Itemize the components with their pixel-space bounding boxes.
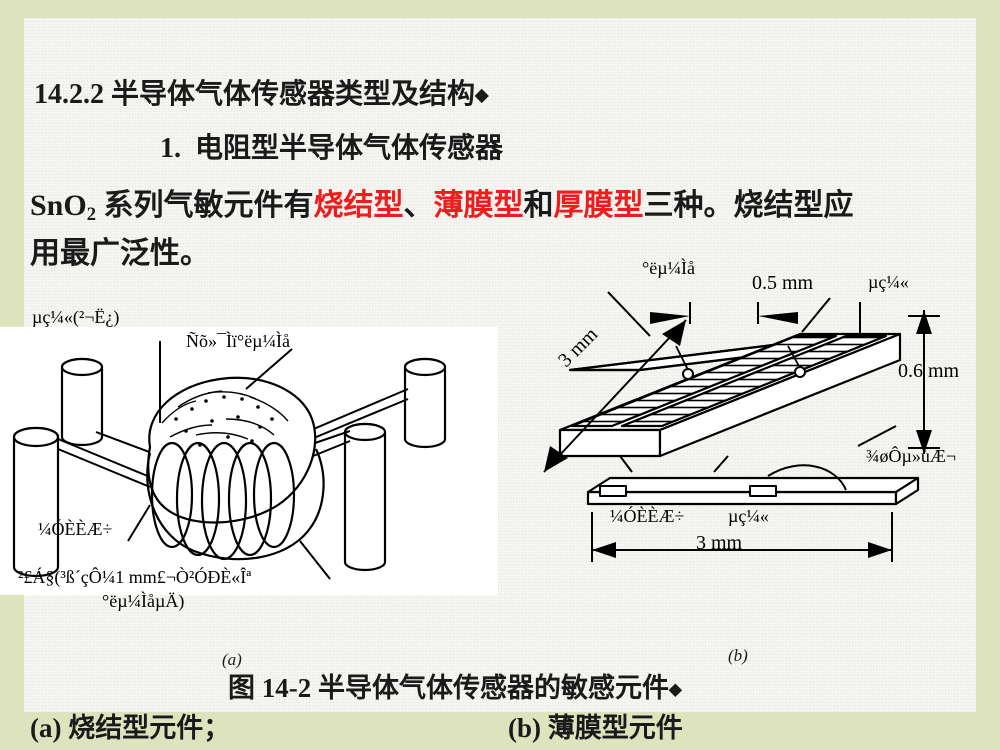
bottom-green-band [0,712,1000,750]
figure-b-label-electrode-top: µç¼« [868,272,909,292]
figure-b-label-thickness-top: 0.5 mm [752,272,814,294]
formula-sno: SnO [30,189,87,222]
body-text-1: 系列气敏元件有 [96,189,314,222]
figure-a-drawing [12,341,447,580]
body-text-2: 、 [403,189,434,222]
figure-a-label-electrode: µç¼«(²¬Ë¿) [32,307,120,327]
figure-a-caption-glass-line2: °ëµ¼ÌåµÄ) [102,591,185,611]
section-heading-number: 14.2.2 [34,79,104,110]
body-text-3: 和 [523,189,554,222]
figure-a-caption-glass-line1: ²£Á§(³ß´çÔ¼1 mm£¬Ò²ÓÐÈ«Îª [18,567,252,587]
figure-b-label-heater: ¼ÓÈÈÆ÷ [610,506,685,526]
figure-title-diamond-icon: ◆ [669,679,682,699]
section-heading-text: 半导体气体传感器类型及结构 [111,79,476,110]
body-paragraph-line-2: 用最广泛性。 [30,237,210,270]
body-highlight-thinfilm: 薄膜型 [433,189,524,222]
figure-b-label-electrode-bottom: µç¼« [728,506,769,526]
figure-caption-item-b: (b) 薄膜型元件 [508,713,683,743]
figure-b-label-width: 3 mm [696,532,743,554]
body-highlight-thickfilm: 厚膜型 [553,189,644,222]
body-text-4: 三种。烧结型应 [643,189,854,222]
sub-heading-number: 1. [160,133,181,164]
figure-title: 图 14-2 半导体气体传感器的敏感元件◆ [228,666,682,705]
figure-b-drawing [543,291,940,562]
body-highlight-sintered: 烧结型 [313,189,404,222]
figure-a-sintered-element: µç¼«(²¬Ë¿) Ñõ»¯Ìï°ëµ¼Ìå ¼ÓÈÈÆ÷ ²£Á§(³ß´ç… [0,307,498,611]
figure-caption-item-a: (a) 烧结型元件； [30,713,231,743]
figure-b-thinfilm-element: °ëµ¼Ìå 0.5 mm µç¼« 3 mm 0.6 mm ¾øÔµ»ùÆ¬ … [500,250,1000,595]
figure-a-label-oxide-semiconductor: Ñõ»¯Ìï°ëµ¼Ìå [186,331,291,351]
figure-a-label-heater: ¼ÓÈÈÆ÷ [38,519,113,539]
figure-b-label-height: 0.6 mm [898,360,960,382]
figure-sublabel-b: (b) [728,646,748,665]
figure-sublabel-a: (a) [222,650,242,669]
formula-subscript: 2 [86,204,97,226]
sub-heading: 1. 电阻型半导体气体传感器 [160,126,503,166]
figure-title-text: 图 14-2 半导体气体传感器的敏感元件 [228,673,669,703]
section-heading: 14.2.2 半导体气体传感器类型及结构◆ [34,72,488,112]
figure-b-label-semiconductor: °ëµ¼Ìå [642,258,696,278]
sub-heading-text: 电阻型半导体气体传感器 [195,133,504,164]
body-paragraph-line-1: SnO2 系列气敏元件有烧结型、薄膜型和厚膜型三种。烧结型应 [30,180,854,226]
figure-b-label-substrate: ¾øÔµ»ùÆ¬ [866,446,957,466]
heading-diamond-icon: ◆ [475,85,489,105]
